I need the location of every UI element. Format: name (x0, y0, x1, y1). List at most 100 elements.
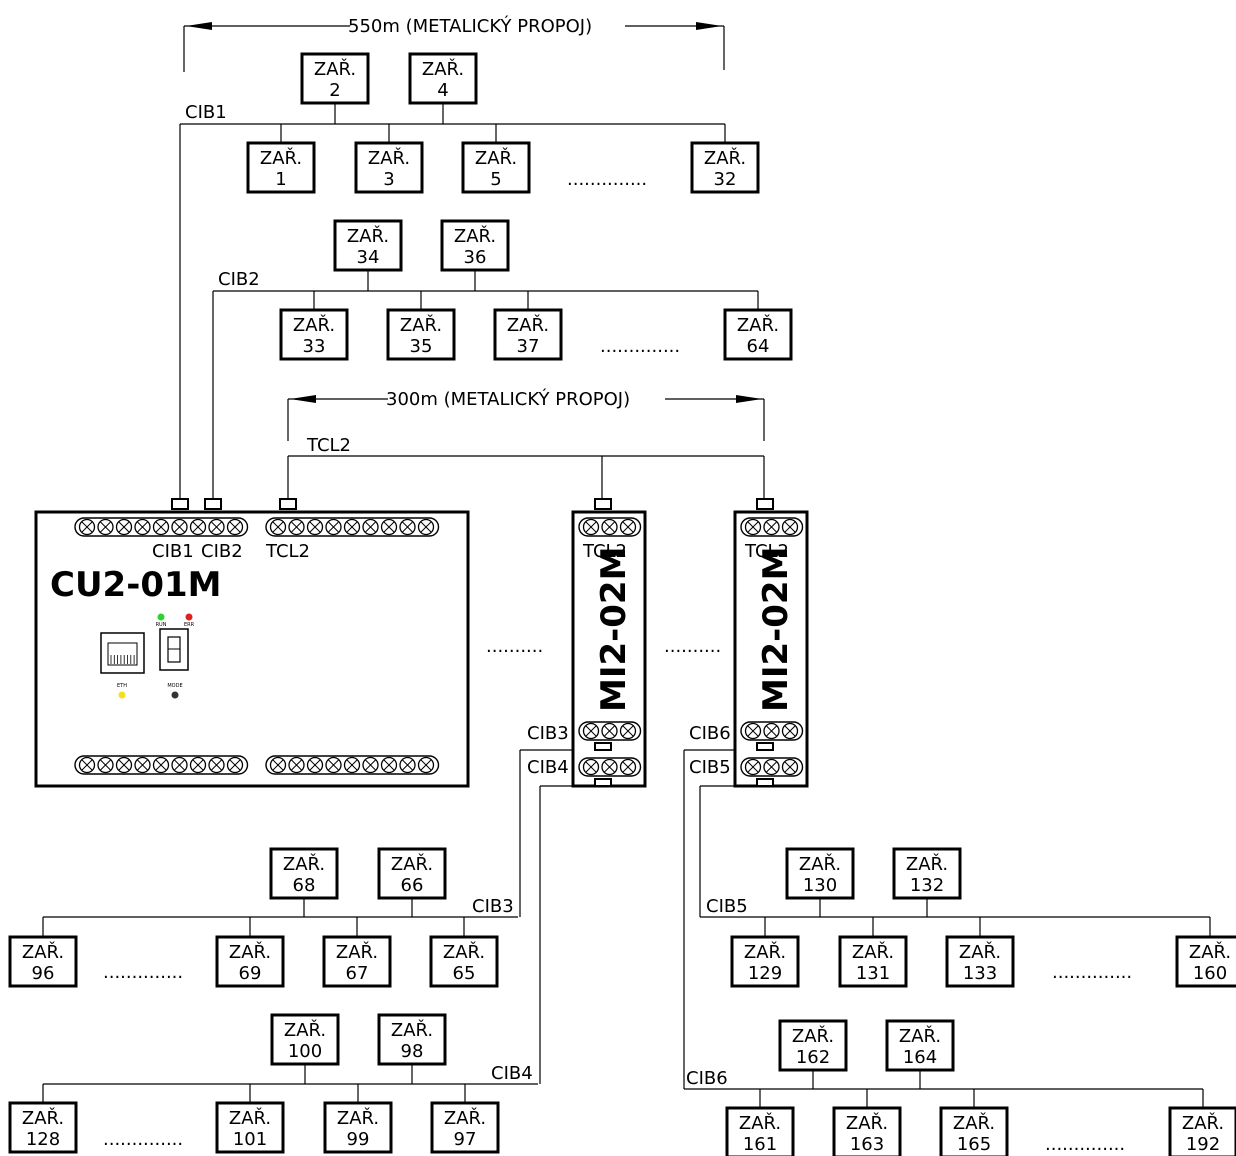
device-prefix: ZAŘ. (422, 58, 464, 80)
terminal-strip (74, 517, 249, 537)
device-frame (279, 308, 349, 361)
terminal-slot (420, 759, 432, 771)
terminal-screw (171, 518, 188, 536)
bus-label: CIB6 (686, 1068, 728, 1089)
device-number: 97 (454, 1129, 477, 1150)
device-number: 129 (748, 963, 782, 984)
terminal-slot (585, 725, 597, 737)
ellipsis: .............. (103, 1129, 183, 1150)
device-prefix: ZAŘ. (314, 58, 356, 80)
device-frame (440, 219, 510, 272)
ethernet-socket (107, 642, 138, 666)
device-prefix: ZAŘ. (337, 1107, 379, 1129)
terminal-screw (380, 518, 398, 536)
device-prefix: ZAŘ. (22, 1107, 64, 1129)
terminal-slot (118, 521, 130, 533)
ellipsis: .............. (567, 169, 647, 190)
device-number: 35 (410, 336, 433, 357)
terminal-screw (619, 758, 637, 776)
terminal-slot (604, 725, 615, 737)
port-label: TCL2 (744, 541, 789, 562)
terminal-strip (740, 517, 804, 537)
device-prefix: ZAŘ. (906, 853, 948, 875)
device-box: ZAŘ.161 (725, 1106, 795, 1156)
terminal-screw (399, 518, 416, 536)
device-frame (429, 935, 499, 988)
dimension-label: 300m (METALICKÝ PROPOJ) (386, 388, 630, 410)
device-prefix: ZAŘ. (1182, 1112, 1224, 1134)
device-frame (832, 1106, 902, 1156)
terminal-screw (226, 518, 244, 536)
terminal-strip (578, 757, 642, 777)
terminal-slot (622, 725, 634, 737)
terminal-screw (744, 722, 762, 740)
terminal-screw (601, 722, 618, 740)
terminal-slot (137, 521, 148, 533)
terminal-screw (582, 722, 600, 740)
terminal-strip (578, 721, 642, 741)
device-box: ZAŘ.65 (429, 935, 499, 988)
terminal-slot (192, 521, 204, 533)
terminal-slot (402, 521, 413, 533)
terminal-screw (417, 518, 435, 536)
device-box: ZAŘ.130 (785, 847, 855, 900)
ethernet-port-icon (100, 632, 145, 674)
terminal-slot (155, 521, 167, 533)
connector-plug (594, 742, 612, 751)
device-prefix: ZAŘ. (260, 147, 302, 169)
terminal-strip (265, 755, 440, 775)
device-frame (377, 847, 447, 900)
terminal-slot (784, 521, 796, 533)
terminal-slot (328, 521, 339, 533)
dimension-arrow-right (736, 395, 762, 403)
device-box: ZAŘ.36 (440, 219, 510, 272)
terminal-slot (328, 759, 339, 771)
terminal-slot (747, 761, 759, 773)
device-box: ZAŘ.128 (8, 1101, 78, 1154)
bus-label: CIB3 (472, 896, 514, 917)
device-box: ZAŘ.162 (778, 1019, 848, 1072)
device-prefix: ZAŘ. (336, 941, 378, 963)
ellipsis: .............. (600, 336, 680, 357)
device-frame (493, 308, 563, 361)
device-number: 32 (714, 169, 737, 190)
terminal-slot (81, 521, 93, 533)
terminal-screw (763, 518, 780, 536)
device-prefix: ZAŘ. (799, 853, 841, 875)
device-prefix: ZAŘ. (507, 314, 549, 336)
device-frame (322, 935, 392, 988)
dimension-arrow-right (696, 22, 722, 30)
device-number: 131 (856, 963, 890, 984)
terminal-strip-outline (578, 721, 642, 741)
device-frame (730, 935, 800, 988)
device-number: 66 (401, 875, 424, 896)
device-number: 163 (850, 1134, 884, 1155)
device-box: ZAŘ.33 (279, 308, 349, 361)
device-box: ZAŘ.2 (300, 52, 370, 105)
device-number: 67 (346, 963, 369, 984)
device-frame (8, 1101, 78, 1154)
device-frame (939, 1106, 1009, 1156)
terminal-screw (380, 756, 398, 774)
module-name: MI2-02M (594, 547, 634, 712)
terminal-screw (78, 518, 96, 536)
device-box: ZAŘ.164 (885, 1019, 955, 1072)
led-label: ETH (117, 683, 127, 689)
device-prefix: ZAŘ. (229, 1107, 271, 1129)
terminal-slot (211, 759, 222, 771)
device-frame (215, 1101, 285, 1154)
device-box: ZAŘ.100 (270, 1013, 340, 1066)
connector-plug (171, 498, 189, 510)
device-box: ZAŘ.132 (892, 847, 962, 900)
device-number: 133 (963, 963, 997, 984)
device-frame (270, 1013, 340, 1066)
terminal-slot (346, 521, 358, 533)
device-frame (323, 1101, 393, 1154)
ellipsis: .............. (1045, 1134, 1125, 1155)
device-frame (892, 847, 962, 900)
terminal-screw (306, 756, 324, 774)
err-led-icon (185, 613, 193, 621)
bus-label: CIB2 (218, 269, 260, 290)
